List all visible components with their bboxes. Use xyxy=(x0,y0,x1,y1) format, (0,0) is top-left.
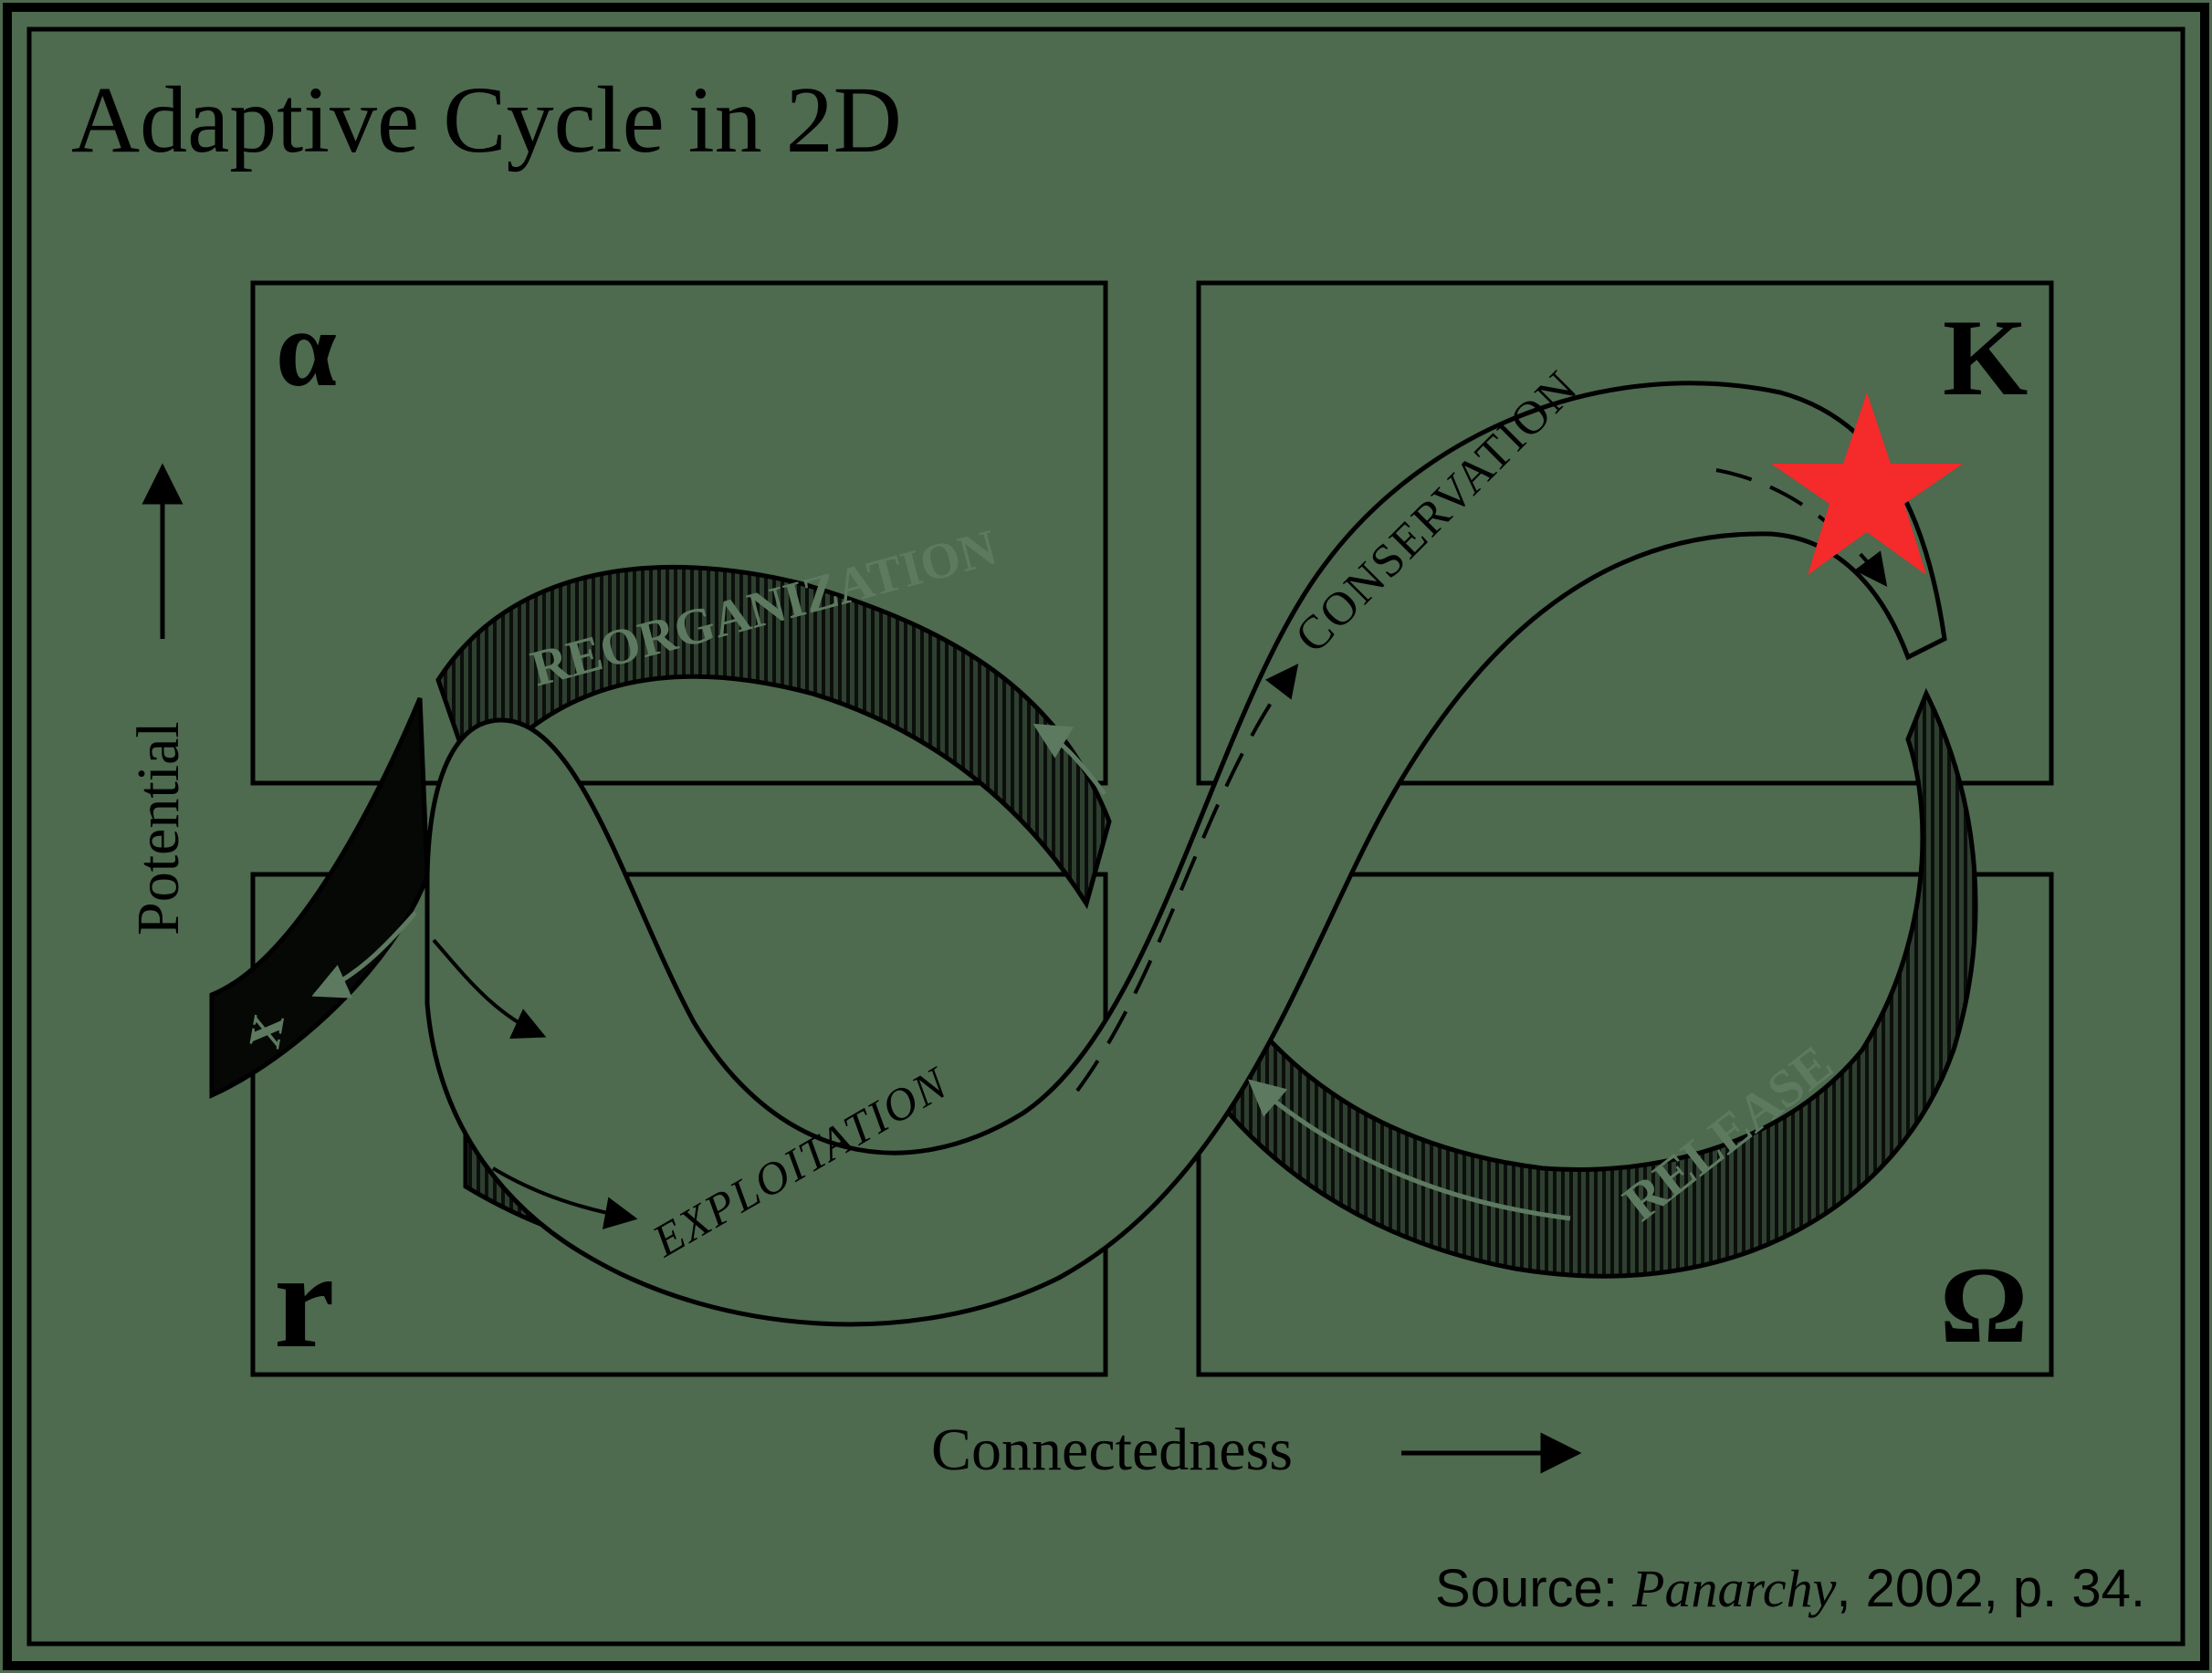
reorganization-band xyxy=(435,564,1112,910)
quadrant-r-label: r xyxy=(274,1225,335,1376)
release-flow-arrow xyxy=(1247,1079,1571,1221)
exit-flow-arrow xyxy=(311,911,417,999)
source-suffix: , 2002, p. 34. xyxy=(1836,1559,2145,1618)
release-band xyxy=(1184,687,1978,1279)
quadrant-alpha-box xyxy=(250,280,1108,786)
inner-border xyxy=(26,26,2186,1647)
exit-tail-band xyxy=(209,697,430,1099)
phase-flow-arrows xyxy=(1075,664,1299,1093)
connectedness-axis-label: Connectedness xyxy=(931,1417,1293,1483)
source-prefix: Source: xyxy=(1435,1559,1632,1618)
quadrant-omega-label: Ω xyxy=(1940,1244,2028,1365)
conservation-flow-arrow xyxy=(1715,468,1888,587)
potential-axis-label: Potential xyxy=(125,721,192,936)
exploitation-entry-arrow-1 xyxy=(432,938,547,1039)
star-icon xyxy=(1771,392,1963,575)
quadrant-alpha-label: α xyxy=(276,288,337,409)
diagram-title: Adaptive Cycle in 2D xyxy=(71,68,902,173)
source-book: Panarchy xyxy=(1631,1559,1837,1618)
quadrant-k-box xyxy=(1196,280,2054,786)
exploitation-entry-arrow-2 xyxy=(491,1166,638,1229)
source-citation: Source: Panarchy, 2002, p. 34. xyxy=(1435,1559,2145,1618)
outer-border xyxy=(3,3,2209,1670)
reorganization-flow-arrow xyxy=(1033,723,1106,796)
quadrant-k-label: K xyxy=(1943,297,2028,418)
